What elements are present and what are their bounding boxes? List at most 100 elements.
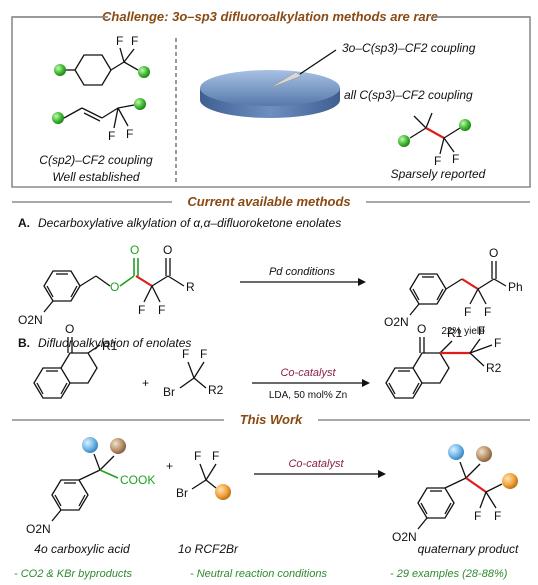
bond bbox=[469, 352, 485, 367]
bond bbox=[51, 509, 62, 522]
red-bond bbox=[425, 127, 445, 139]
product-label: quaternary product bbox=[418, 542, 519, 556]
arrow-head bbox=[362, 379, 370, 387]
method-a-title: A. Decarboxylative alkylation of α,α–dif… bbox=[18, 214, 341, 231]
red-bond bbox=[135, 275, 153, 287]
substituent-ball bbox=[52, 112, 64, 124]
bond bbox=[110, 61, 125, 71]
method-b-product: O R1 F F R2 bbox=[385, 322, 502, 399]
nitro-label: O2N bbox=[26, 522, 51, 536]
bond bbox=[151, 275, 169, 287]
substituent-ball-blue bbox=[82, 437, 98, 453]
ketone-oxygen: O bbox=[65, 322, 74, 336]
sp2-coupling-label: C(sp2)–CF2 coupling bbox=[39, 153, 153, 167]
bond bbox=[187, 361, 195, 379]
bond bbox=[413, 115, 427, 129]
bond bbox=[79, 275, 97, 287]
red-bond bbox=[465, 477, 487, 493]
bond bbox=[439, 137, 445, 155]
bullet-neutral: - Neutral reaction conditions bbox=[190, 568, 327, 580]
bond bbox=[469, 338, 481, 354]
bond bbox=[477, 278, 495, 290]
r1-group: R1 bbox=[447, 326, 463, 340]
bond bbox=[469, 344, 493, 354]
bond bbox=[459, 461, 467, 479]
pie-chart-graphic bbox=[200, 70, 340, 118]
arrow-head bbox=[378, 470, 386, 478]
bond bbox=[167, 275, 185, 287]
fluorine-label: F bbox=[182, 347, 189, 361]
bond bbox=[117, 104, 135, 109]
co-catalyst-label: Co-catalyst bbox=[288, 458, 344, 470]
aromatic-bond bbox=[70, 285, 78, 298]
aromatic-bond bbox=[388, 382, 396, 395]
bond bbox=[443, 137, 455, 153]
tertiary-cf2-structure: F F bbox=[398, 112, 471, 168]
fluorine-label: F bbox=[116, 34, 123, 48]
benzene-ring bbox=[51, 479, 89, 511]
this-work-heading: This Work bbox=[240, 412, 303, 427]
this-work-acid: O2N COOK bbox=[26, 437, 155, 536]
bond bbox=[191, 479, 207, 490]
current-methods-heading: Current available methods bbox=[187, 194, 350, 209]
this-work-product: O2N F F bbox=[392, 444, 518, 544]
bond bbox=[445, 278, 463, 290]
vinyl-cf2-structure: F F bbox=[52, 98, 146, 143]
bond bbox=[117, 107, 129, 127]
challenge-heading: Challenge: 3o–sp3 difluoroalkylation met… bbox=[102, 9, 438, 24]
benzene-ring bbox=[409, 273, 447, 305]
fluorine-label: F bbox=[464, 305, 471, 319]
bond bbox=[485, 483, 503, 493]
bond bbox=[439, 340, 453, 354]
bond bbox=[99, 455, 115, 471]
pie-label-all: all C(sp3)–CF2 coupling bbox=[344, 88, 473, 102]
pd-conditions: Pd conditions bbox=[269, 266, 336, 278]
method-b-reactant-ketone: O R1 bbox=[33, 322, 118, 399]
benzene-ring bbox=[74, 54, 112, 86]
bond bbox=[179, 377, 195, 389]
saturated-ring bbox=[60, 352, 98, 384]
method-b-reactant-bromide: Br F F R2 bbox=[163, 347, 224, 399]
bond bbox=[63, 107, 83, 119]
fluorine-label: F bbox=[131, 34, 138, 48]
aromatic-bond bbox=[46, 285, 54, 298]
fluorine-label: F bbox=[494, 336, 501, 350]
bond bbox=[417, 517, 428, 530]
bond bbox=[93, 453, 101, 471]
well-established-label: Well established bbox=[52, 170, 139, 184]
fluorine-label: F bbox=[126, 127, 133, 141]
bond bbox=[443, 127, 461, 139]
bond bbox=[123, 61, 139, 71]
method-a-product: O2N F F O Ph bbox=[384, 246, 523, 329]
aromatic-bond bbox=[420, 502, 428, 515]
pointer-line-small bbox=[299, 49, 337, 75]
nitro-label: O2N bbox=[384, 315, 409, 329]
r2-group: R2 bbox=[486, 361, 502, 375]
nitro-label: O2N bbox=[392, 530, 417, 544]
benzene-ring bbox=[417, 487, 455, 519]
substituent-ball bbox=[138, 66, 150, 78]
fluorine-label: F bbox=[108, 129, 115, 143]
this-work-bromide: Br F F bbox=[176, 449, 231, 500]
benzene-ring bbox=[385, 367, 423, 399]
fluorine-label: F bbox=[212, 449, 219, 463]
double-bond bbox=[81, 107, 103, 119]
fluorine-label: F bbox=[138, 303, 145, 317]
bond bbox=[113, 107, 119, 129]
fluorine-label: F bbox=[494, 509, 501, 523]
ester-oxygen: O bbox=[110, 280, 119, 294]
challenge-box bbox=[11, 16, 531, 188]
aromatic-bond bbox=[60, 382, 68, 395]
acid-label: 4o carboxylic acid bbox=[34, 542, 130, 556]
lda-zn-conditions: LDA, 50 mol% Zn bbox=[269, 390, 347, 401]
fluorine-label: F bbox=[452, 152, 459, 166]
arrow-head bbox=[358, 278, 366, 286]
bond bbox=[151, 285, 161, 303]
ketone-oxygen: O bbox=[489, 246, 498, 260]
bond bbox=[479, 491, 487, 509]
bond bbox=[95, 275, 111, 287]
yield-label: 22% yield bbox=[441, 326, 484, 337]
bond bbox=[469, 288, 479, 305]
fluorine-label: F bbox=[484, 305, 491, 319]
r-group: R bbox=[186, 280, 195, 294]
